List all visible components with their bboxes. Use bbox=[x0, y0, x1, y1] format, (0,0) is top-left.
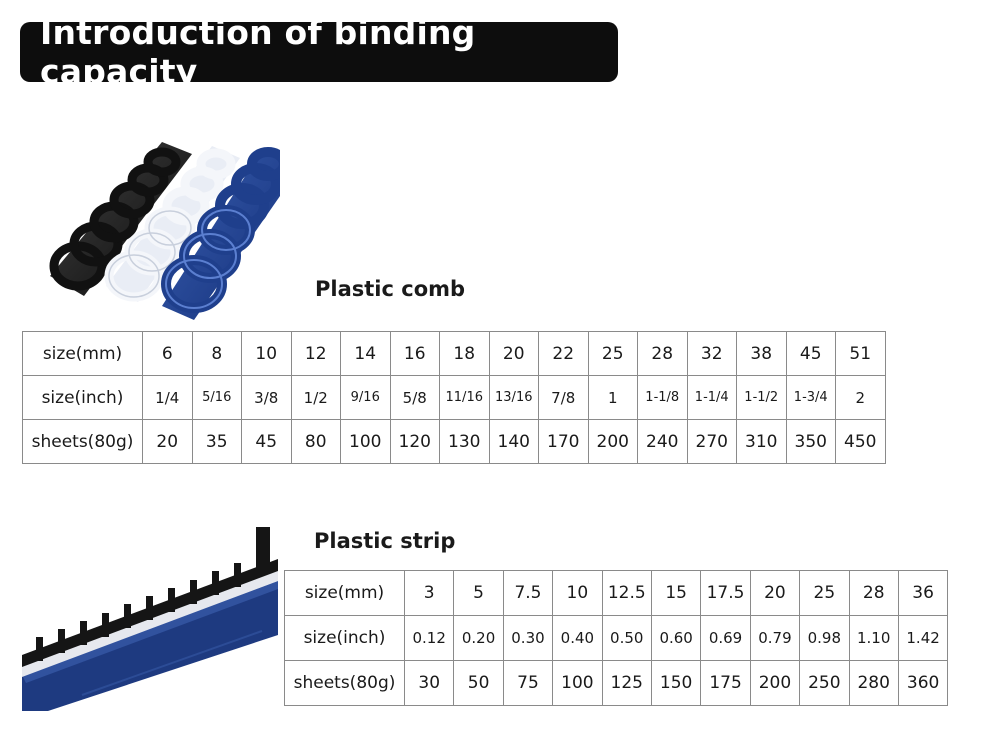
table-cell: 1.42 bbox=[897, 615, 949, 661]
plastic-comb-image bbox=[44, 136, 280, 320]
table-cell: 150 bbox=[650, 660, 702, 706]
table-cell: 0.79 bbox=[749, 615, 801, 661]
table-cell: 51 bbox=[835, 331, 886, 376]
table-cell: 7/8 bbox=[538, 375, 589, 420]
table-cell: 50 bbox=[453, 660, 504, 706]
table-cell: 140 bbox=[488, 419, 539, 464]
table-cell: 120 bbox=[389, 419, 440, 464]
table-cell: 38 bbox=[736, 331, 787, 376]
table-cell: 28 bbox=[848, 570, 899, 616]
plastic-comb-label: Plastic comb bbox=[315, 277, 466, 301]
table-cell: 0.20 bbox=[453, 615, 504, 661]
table-cell: 170 bbox=[538, 419, 589, 464]
table-cell: 250 bbox=[799, 660, 850, 706]
table-cell: 0.98 bbox=[799, 615, 850, 661]
table-cell: 240 bbox=[637, 419, 688, 464]
table-cell: 25 bbox=[587, 331, 638, 376]
table-cell: 10 bbox=[241, 331, 292, 376]
table-cell: 1/4 bbox=[142, 375, 193, 420]
table-cell: 5/8 bbox=[389, 375, 440, 420]
table-cell: 17.5 bbox=[700, 570, 751, 616]
table-cell: 310 bbox=[736, 419, 787, 464]
table-cell: 16 bbox=[389, 331, 440, 376]
table-cell: 0.40 bbox=[552, 615, 603, 661]
table-cell: 100 bbox=[552, 660, 603, 706]
table-cell: 1-1/8 bbox=[637, 375, 688, 420]
table-cell: 0.30 bbox=[502, 615, 554, 661]
table-cell: 45 bbox=[785, 331, 836, 376]
table-cell: 1/2 bbox=[290, 375, 341, 420]
table-cell: 350 bbox=[785, 419, 836, 464]
table-cell: 28 bbox=[637, 331, 688, 376]
table-cell: 100 bbox=[340, 419, 391, 464]
table-cell: 0.50 bbox=[601, 615, 652, 661]
table-cell: 30 bbox=[403, 660, 455, 706]
table-cell: 0.12 bbox=[403, 615, 455, 661]
table-cell: 9/16 bbox=[340, 375, 391, 420]
table-cell: 7.5 bbox=[502, 570, 554, 616]
page-title: Introduction of binding capacity bbox=[40, 13, 476, 91]
table-cell: 130 bbox=[439, 419, 490, 464]
table-cell: 450 bbox=[835, 419, 886, 464]
plastic-strip-label: Plastic strip bbox=[314, 529, 456, 553]
table-cell: 32 bbox=[686, 331, 737, 376]
table-cell: 15 bbox=[650, 570, 702, 616]
table-cell: 360 bbox=[897, 660, 949, 706]
table-cell: 12.5 bbox=[601, 570, 652, 616]
table-cell: 45 bbox=[241, 419, 292, 464]
plastic-strip-image bbox=[22, 525, 278, 711]
table-cell: 125 bbox=[601, 660, 652, 706]
table-cell: 11/16 bbox=[439, 375, 490, 420]
table-cell: 0.69 bbox=[700, 615, 751, 661]
table-cell: 20 bbox=[749, 570, 801, 616]
table-cell: 2 bbox=[835, 375, 886, 420]
table-cell: 3/8 bbox=[241, 375, 292, 420]
row-header: size(mm) bbox=[22, 331, 143, 376]
table-cell: 80 bbox=[290, 419, 341, 464]
table-cell: 5/16 bbox=[191, 375, 242, 420]
table-cell: 175 bbox=[700, 660, 751, 706]
table-cell: 14 bbox=[340, 331, 391, 376]
table-cell: 75 bbox=[502, 660, 554, 706]
table-cell: 5 bbox=[453, 570, 504, 616]
table-cell: 8 bbox=[191, 331, 242, 376]
row-header: sheets(80g) bbox=[284, 660, 405, 706]
table-cell: 0.60 bbox=[650, 615, 702, 661]
table-cell: 6 bbox=[142, 331, 193, 376]
table-cell: 1.10 bbox=[848, 615, 899, 661]
table-cell: 10 bbox=[552, 570, 603, 616]
table-cell: 1-3/4 bbox=[785, 375, 836, 420]
row-header: size(mm) bbox=[284, 570, 405, 616]
table-cell: 200 bbox=[587, 419, 638, 464]
table-cell: 1 bbox=[587, 375, 638, 420]
table-cell: 270 bbox=[686, 419, 737, 464]
table-cell: 20 bbox=[488, 331, 539, 376]
table-cell: 18 bbox=[439, 331, 490, 376]
table-cell: 3 bbox=[403, 570, 455, 616]
row-header: size(inch) bbox=[284, 615, 405, 661]
table-cell: 36 bbox=[897, 570, 949, 616]
table-cell: 12 bbox=[290, 331, 341, 376]
table-cell: 25 bbox=[799, 570, 850, 616]
row-header: size(inch) bbox=[22, 375, 143, 420]
table-cell: 35 bbox=[191, 419, 242, 464]
table-cell: 22 bbox=[538, 331, 589, 376]
table-cell: 1-1/2 bbox=[736, 375, 787, 420]
table-cell: 20 bbox=[142, 419, 193, 464]
table-cell: 1-1/4 bbox=[686, 375, 737, 420]
title-banner: Introduction of binding capacity bbox=[20, 13, 618, 91]
row-header: sheets(80g) bbox=[22, 419, 143, 464]
table-cell: 200 bbox=[749, 660, 801, 706]
table-cell: 280 bbox=[848, 660, 899, 706]
table-cell: 13/16 bbox=[488, 375, 539, 420]
